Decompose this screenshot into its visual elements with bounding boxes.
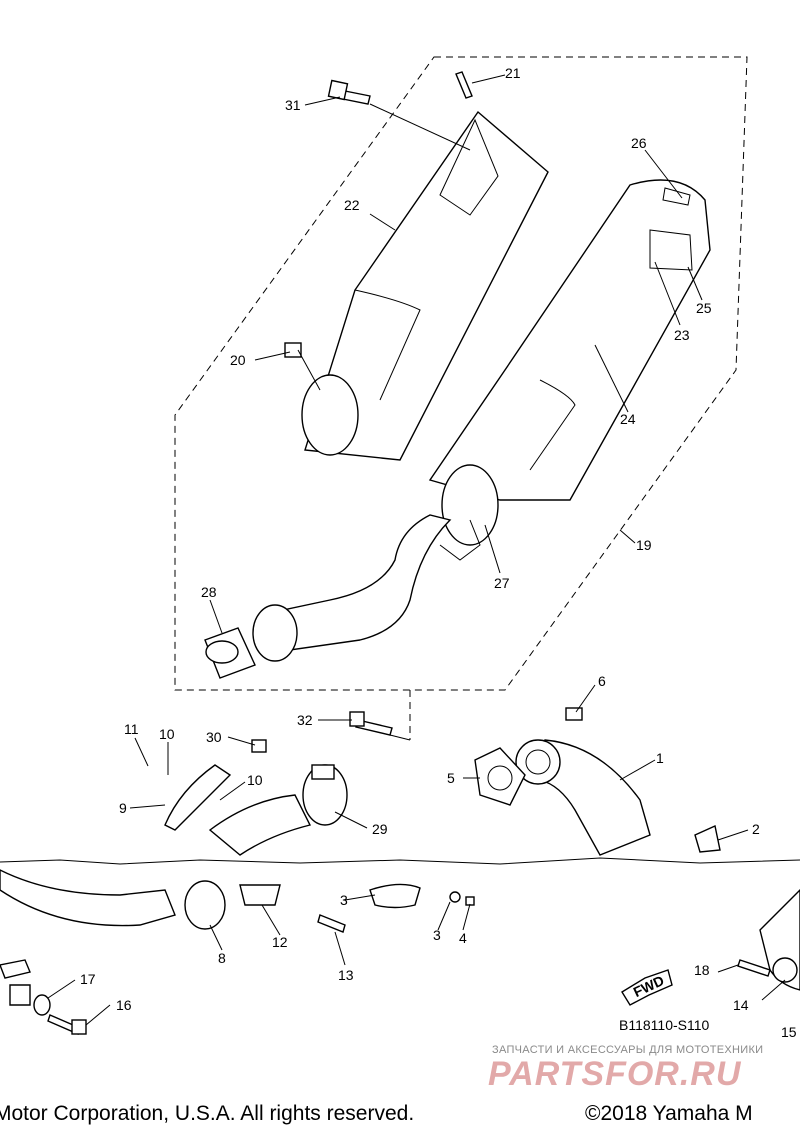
callout-18: 18 <box>694 962 710 978</box>
diagram-code: B118110-S110 <box>619 1017 710 1033</box>
nut-6 <box>565 707 583 721</box>
callout-15: 15 <box>781 1024 797 1040</box>
watermark-tagline: ЗАПЧАСТИ И АКСЕССУАРЫ ДЛЯ МОТОТЕХНИКИ <box>492 1044 764 1056</box>
callout-10b: 10 <box>247 772 263 788</box>
bolt-31 <box>327 79 371 105</box>
callout-8: 8 <box>218 950 226 966</box>
callout-17: 17 <box>80 971 96 987</box>
callout-3a: 3 <box>340 892 348 908</box>
callout-28: 28 <box>201 584 217 600</box>
callout-1: 1 <box>656 750 664 766</box>
bolt-18 <box>737 959 771 977</box>
bolt-32 <box>349 711 393 736</box>
bolt-30 <box>251 739 267 753</box>
bracket-2 <box>694 825 721 853</box>
callout-25: 25 <box>696 300 712 316</box>
callout-27: 27 <box>494 575 510 591</box>
callout-21: 21 <box>505 65 521 81</box>
gasket-5 <box>474 747 526 806</box>
muffler-body-24 <box>428 179 711 546</box>
callout-11: 11 <box>124 721 139 737</box>
callout-5: 5 <box>447 770 455 786</box>
exhaust-pipe-1 <box>515 739 651 856</box>
muffler-body-right <box>759 889 800 991</box>
callout-24: 24 <box>620 411 636 427</box>
footer-copyright-right: ©2018 Yamaha M <box>585 1102 753 1125</box>
callout-6: 6 <box>598 673 606 689</box>
footer-copyright-left: Motor Corporation, U.S.A. All rights res… <box>0 1102 415 1125</box>
callout-32: 32 <box>297 712 313 728</box>
muffler-shell-22 <box>301 110 549 461</box>
callout-12: 12 <box>272 934 288 950</box>
callout-2: 2 <box>752 821 760 837</box>
callout-9: 9 <box>119 800 127 816</box>
fwd-arrow <box>621 969 673 1006</box>
callout-14: 14 <box>733 997 749 1013</box>
damper-17 <box>9 984 51 1016</box>
callout-29: 29 <box>372 821 388 837</box>
callout-20: 20 <box>230 352 246 368</box>
watermark-logo: PARTSFOR.RU <box>488 1055 742 1093</box>
joint-pipe <box>252 514 481 662</box>
callout-23: 23 <box>674 327 690 343</box>
callout-3b: 3 <box>433 927 441 943</box>
callout-10a: 10 <box>159 726 175 742</box>
torn-edge <box>0 857 800 865</box>
callout-4: 4 <box>459 930 467 946</box>
callout-16: 16 <box>116 997 132 1013</box>
bolt-16 <box>47 1014 87 1035</box>
bolt-20 <box>284 342 302 358</box>
gasket-28 <box>204 627 256 679</box>
callout-labels: 31 21 22 26 20 25 23 24 19 27 28 6 32 11… <box>80 65 797 1040</box>
callout-13: 13 <box>338 967 354 983</box>
callout-31: 31 <box>285 97 301 113</box>
bolt-21 <box>455 71 473 99</box>
assembly-boundary <box>174 56 748 691</box>
protector-9 <box>164 764 232 831</box>
callout-22: 22 <box>344 197 360 213</box>
lower-pipe <box>0 869 475 933</box>
clamp-29 <box>302 764 348 826</box>
pipe-section <box>208 794 312 856</box>
bracket-left <box>0 959 31 979</box>
callout-19: 19 <box>636 537 652 553</box>
leader-lines <box>47 74 786 1026</box>
callout-30: 30 <box>206 729 222 745</box>
callout-26: 26 <box>631 135 647 151</box>
